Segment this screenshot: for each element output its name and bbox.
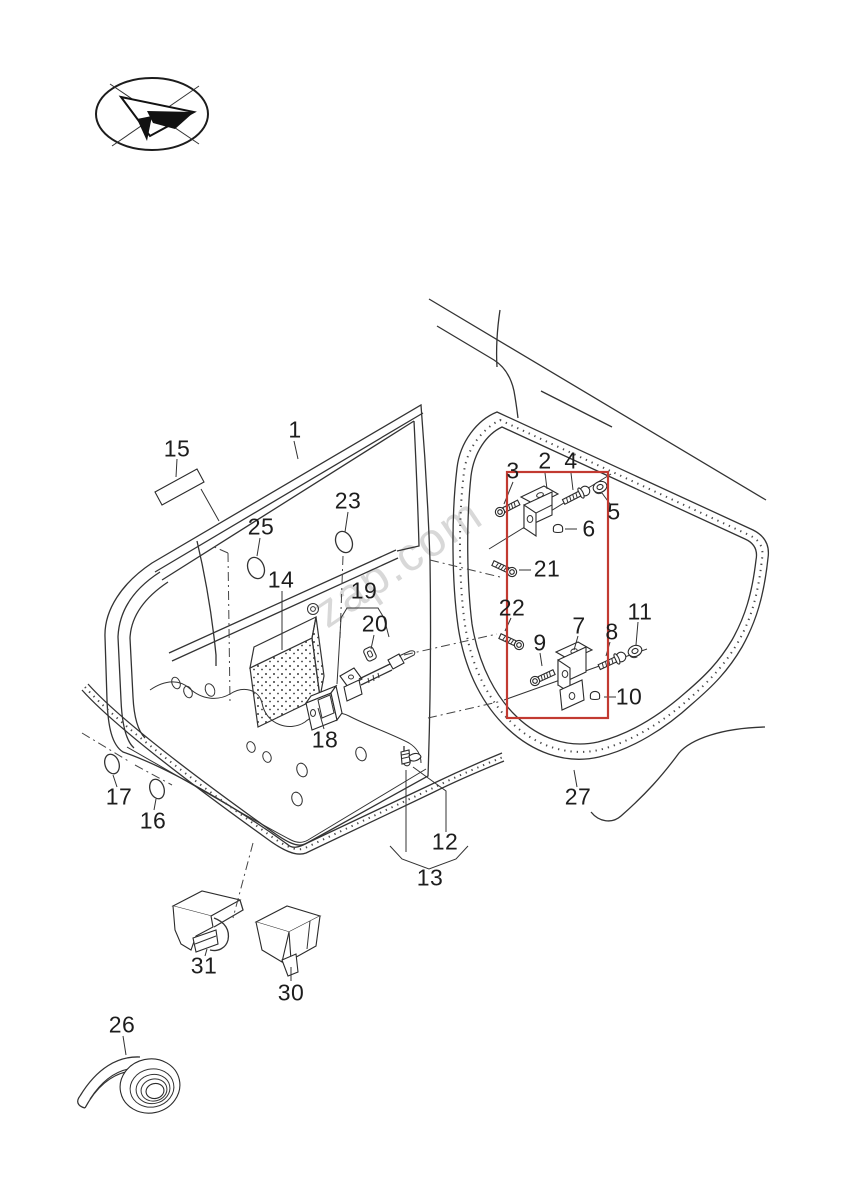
- part-callout-27: 27: [564, 783, 592, 810]
- part-callout-16: 16: [139, 807, 167, 834]
- part-callout-13: 13: [416, 864, 444, 891]
- part-callout-8: 8: [605, 618, 619, 645]
- grommet-16: [149, 778, 165, 800]
- part-callout-2: 2: [538, 447, 552, 474]
- part-callout-14: 14: [267, 566, 295, 593]
- part-callout-25: 25: [247, 513, 275, 540]
- part-callout-18: 18: [311, 726, 339, 753]
- part-callout-9: 9: [533, 629, 547, 656]
- door-panel-drawing: [104, 403, 432, 848]
- part-callout-12: 12: [431, 828, 459, 855]
- part-callout-1: 1: [288, 416, 302, 443]
- hinge-upper: [488, 473, 612, 579]
- part-callout-26: 26: [108, 1011, 136, 1038]
- clip-12: [400, 746, 422, 765]
- gasket-20: [363, 646, 377, 662]
- part-callout-10: 10: [615, 683, 643, 710]
- grommet-23: [334, 530, 354, 554]
- part-callout-11: 11: [627, 598, 653, 625]
- speaker-grille: [249, 615, 325, 728]
- part-callout-23: 23: [334, 487, 362, 514]
- part-callout-31: 31: [190, 952, 218, 979]
- hinge-lower: [497, 631, 648, 711]
- part-callout-30: 30: [277, 979, 305, 1006]
- wedge-31: [171, 890, 244, 953]
- part-callout-5: 5: [607, 498, 621, 525]
- door-seal-strip: [81, 683, 505, 855]
- part-callout-19: 19: [350, 577, 378, 604]
- brand-logo: [95, 77, 209, 151]
- grommet-25: [246, 556, 266, 580]
- part-callout-3: 3: [506, 457, 520, 484]
- label-plate-15: [154, 468, 205, 506]
- car-body-drawing: [428, 298, 767, 822]
- lock-unit: [304, 684, 343, 731]
- part-callout-20: 20: [361, 610, 389, 637]
- part-callout-17: 17: [105, 783, 133, 810]
- part-callout-22: 22: [498, 594, 526, 621]
- construction-lines: [81, 545, 503, 919]
- highlight-box: [505, 470, 610, 720]
- part-callout-21: 21: [533, 555, 561, 582]
- part-callout-15: 15: [163, 435, 191, 462]
- wheel-arch-line: [590, 726, 766, 822]
- part-callout-7: 7: [572, 612, 586, 639]
- grommet-17: [104, 753, 120, 775]
- tape-roll: [77, 1056, 181, 1114]
- aperture-seal: [452, 411, 770, 760]
- part-callout-4: 4: [564, 447, 578, 474]
- leader-lines: [112, 440, 639, 1056]
- check-strap: [339, 646, 416, 702]
- wedge-30: [254, 905, 322, 977]
- part-callout-6: 6: [582, 515, 596, 542]
